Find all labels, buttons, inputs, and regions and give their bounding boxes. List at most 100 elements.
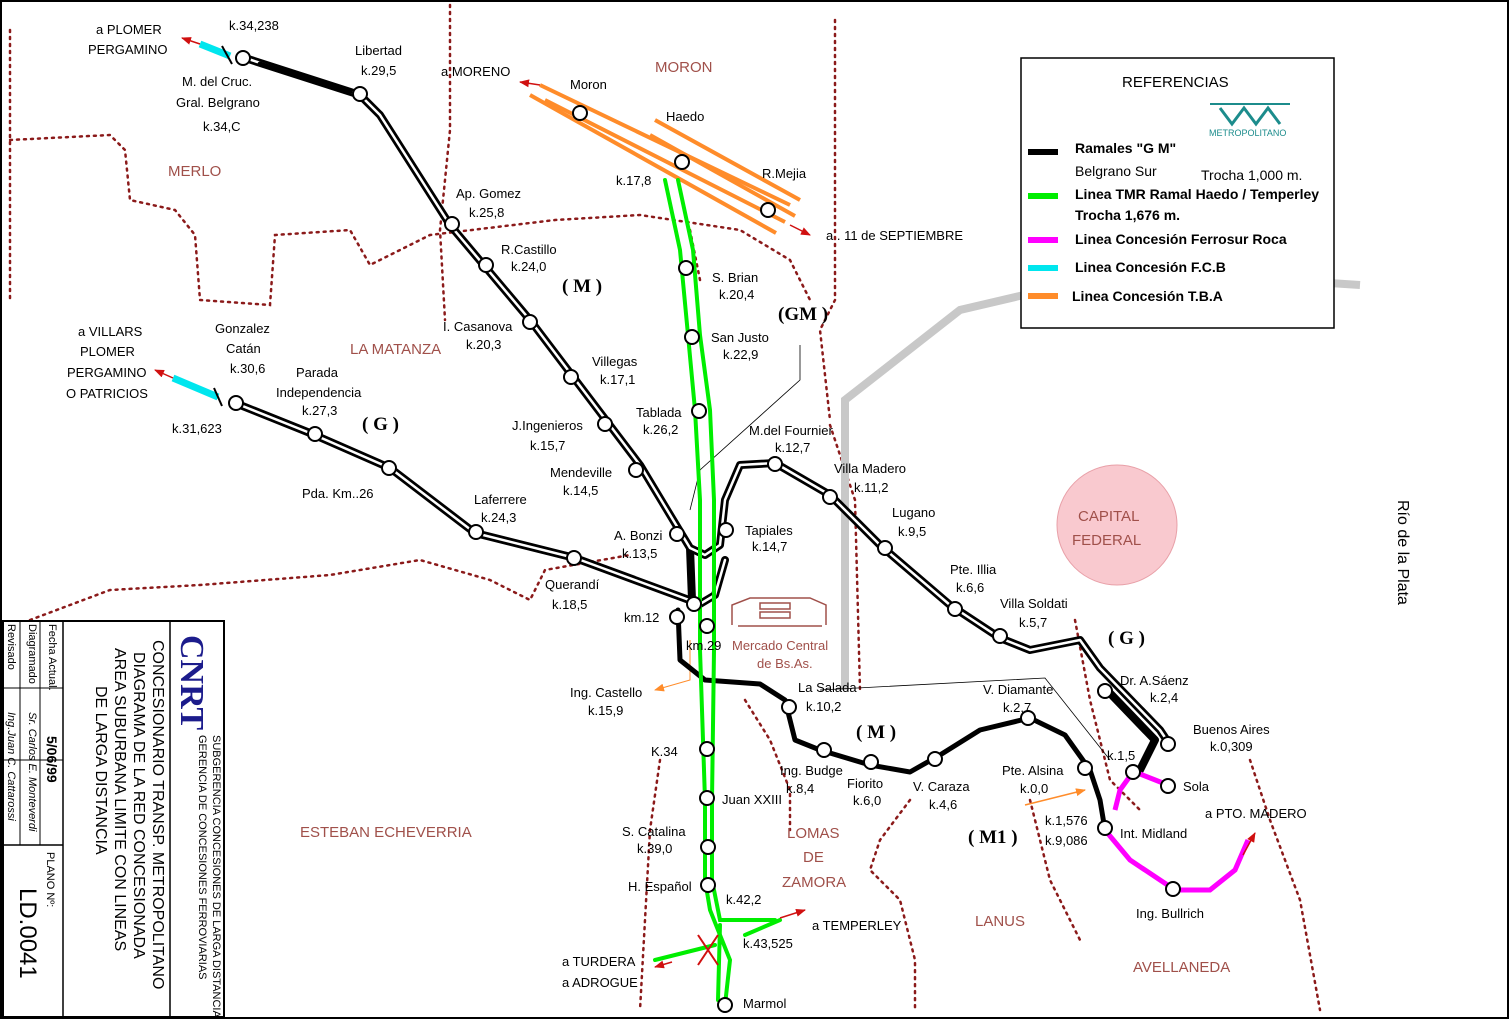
station-label: k.24,0 — [511, 259, 546, 274]
capital-label-1: CAPITAL — [1078, 508, 1139, 525]
station-marker — [700, 877, 716, 893]
legend: REFERENCIAS METROPOLITANO Ramales "G M" … — [1020, 57, 1335, 329]
metropolitano-logo: METROPOLITANO — [1209, 103, 1290, 138]
station-label: k.34,238 — [229, 18, 279, 33]
station-label: Pte. Illia — [950, 562, 997, 577]
station-marker — [816, 742, 832, 758]
station-label: Catán — [226, 341, 261, 356]
district-lomas-2: DE — [803, 849, 824, 866]
district-lomas-1: LOMAS — [787, 825, 840, 842]
title-line-4: DE LARGA DISTANCIA — [92, 686, 109, 855]
legend-item-roca: Linea Concesión Ferrosur Roca — [1075, 231, 1287, 247]
fcb-line — [171, 40, 232, 401]
dest-villars-2: PLOMER — [80, 344, 135, 359]
station-labels: k.34,238 M. del Cruc. Gral. Belgrano k.3… — [172, 18, 1270, 1011]
station-label: I. Casanova — [443, 319, 513, 334]
legend-gauge-2: Trocha 1,676 m. — [1075, 207, 1180, 223]
branch-gm: (GM ) — [778, 304, 828, 325]
station-marker — [699, 741, 715, 757]
station-marker — [1125, 764, 1141, 780]
dest-plomer-2: PERGAMINO — [88, 42, 167, 57]
station-label: Villegas — [592, 354, 638, 369]
station-marker — [444, 216, 460, 232]
revisado-value: Ing.Juan C. Cattarossi — [5, 712, 17, 821]
station-label: Villa Madero — [834, 461, 906, 476]
title-line-2: DIAGRAMA DE LA RED CONCESIONADA — [130, 652, 147, 959]
station-label: k.9,5 — [898, 524, 926, 539]
station-label: Marmol — [743, 996, 786, 1011]
station-marker — [699, 790, 715, 806]
station-label: San Justo — [711, 330, 769, 345]
legend-item-fcb: Linea Concesión F.C.B — [1075, 259, 1226, 275]
district-lanus: LANUS — [975, 913, 1025, 930]
station-marker — [718, 522, 734, 538]
station-label: Ing. Bullrich — [1136, 906, 1204, 921]
station-marker — [522, 314, 538, 330]
station-label: Mendeville — [550, 465, 612, 480]
district-merlo: MERLO — [168, 163, 221, 180]
capital-federal-area — [1056, 464, 1178, 586]
station-label: Buenos Aires — [1193, 722, 1270, 737]
dest-plomer-1: a PLOMER — [96, 22, 162, 37]
station-marker — [669, 526, 685, 542]
station-label: k.8,4 — [786, 781, 814, 796]
station-marker — [699, 618, 715, 634]
station-label: k.24,3 — [481, 510, 516, 525]
station-marker — [760, 202, 776, 218]
org-line-2: SUBGERENCIA CONCESIONES DE LARGA DISTANC… — [210, 735, 222, 1018]
station-label: K.34 — [651, 744, 678, 759]
revisado-label: Revisado — [5, 624, 17, 670]
station-marker — [684, 329, 700, 345]
station-label: Dr. A.Sáenz — [1120, 673, 1189, 688]
mercado-central-building — [731, 597, 827, 627]
station-marker — [691, 403, 707, 419]
station-marker — [927, 751, 943, 767]
station-label: Sola — [1183, 779, 1210, 794]
station-marker — [717, 997, 733, 1013]
title-line-1: CONCESIONARIO TRANSP. METROPOLITANO — [149, 640, 166, 989]
station-label: Fiorito — [847, 776, 883, 791]
stations — [228, 50, 1181, 1013]
station-label: La Salada — [798, 680, 857, 695]
legend-item-tba: Linea Concesión T.B.A — [1072, 288, 1223, 304]
station-marker — [781, 699, 797, 715]
station-marker — [597, 416, 613, 432]
station-label: k.14,5 — [563, 483, 598, 498]
station-label: k.11,2 — [854, 480, 888, 495]
district-la-matanza: LA MATANZA — [350, 341, 441, 358]
station-label: km.12 — [624, 610, 659, 625]
dest-moreno: a MORENO — [441, 64, 510, 79]
station-marker — [669, 609, 685, 625]
station-label: k.17,1 — [600, 372, 635, 387]
branch-m-2: ( M ) — [856, 722, 896, 743]
station-marker — [992, 628, 1008, 644]
station-label: S. Catalina — [622, 824, 686, 839]
tba-line — [529, 83, 801, 235]
station-label: k.17,8 — [616, 173, 651, 188]
legend-item-gm: Ramales "G M" — [1075, 140, 1176, 156]
district-labels: MORON MERLO LA MATANZA ESTEBAN ECHEVERRI… — [168, 59, 1230, 976]
station-label: V. Diamante — [983, 682, 1053, 697]
station-label: Querandí — [545, 577, 600, 592]
dest-adrogue: a ADROGUE — [562, 975, 638, 990]
station-label: Pda. Km..26 — [302, 486, 374, 501]
dest-villars-4: O PATRICIOS — [66, 386, 148, 401]
station-marker — [1097, 820, 1113, 836]
station-marker — [1160, 736, 1176, 752]
station-label: R.Mejia — [762, 166, 807, 181]
station-label: M. del Cruc. — [182, 74, 252, 89]
plano-label: PLANO Nº: — [44, 852, 56, 907]
station-marker — [1020, 710, 1036, 726]
station-label: R.Castillo — [501, 242, 557, 257]
station-marker — [352, 86, 368, 102]
dest-villars-3: PERGAMINO — [67, 365, 146, 380]
station-label: k.39,0 — [637, 841, 672, 856]
station-label: Tablada — [636, 405, 682, 420]
station-label: Pte. Alsina — [1002, 763, 1064, 778]
diagramado-value: Sr. Carlos E. Monteverdi — [26, 712, 38, 832]
station-label: k.26,2 — [643, 422, 678, 437]
station-marker — [566, 550, 582, 566]
station-marker — [381, 460, 397, 476]
station-label: k.31,623 — [172, 421, 222, 436]
station-label: Int. Midland — [1120, 826, 1187, 841]
